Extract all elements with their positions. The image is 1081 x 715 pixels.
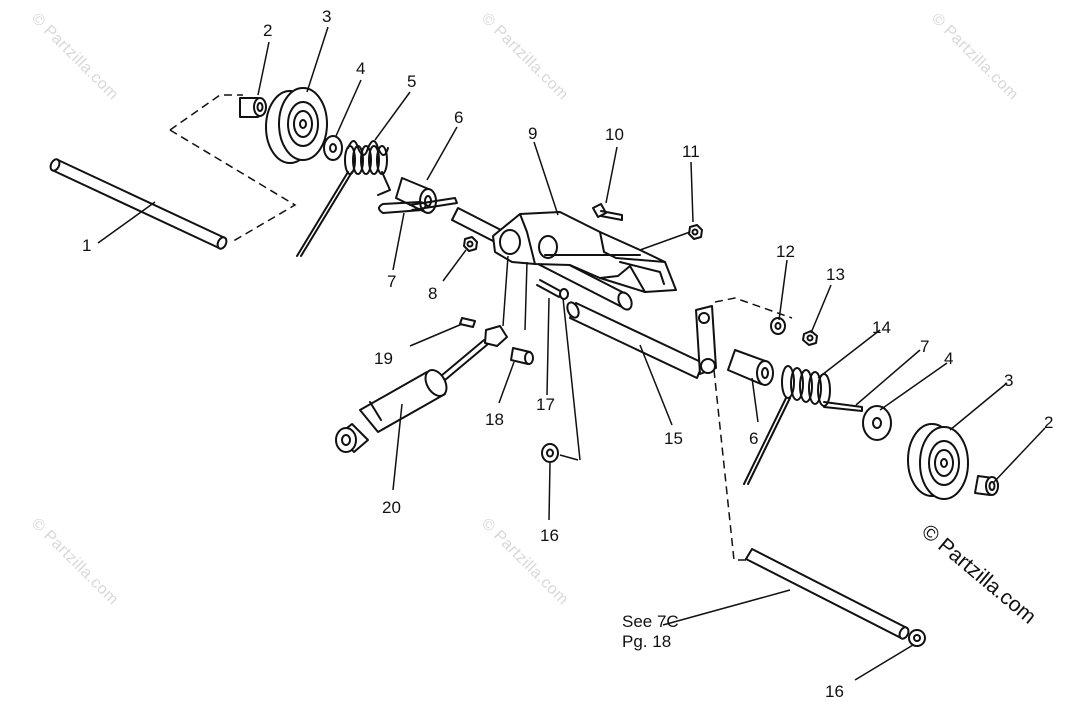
part-5-torsion-spring <box>296 140 391 257</box>
leader-line <box>335 79 362 137</box>
part-10-bolt <box>592 203 623 221</box>
part-3-idler-wheel <box>265 87 328 164</box>
leader-line <box>426 126 458 181</box>
leader-line <box>392 403 403 491</box>
callout-20: 20 <box>382 498 401 517</box>
link-plate <box>695 305 717 375</box>
callout-4: 4 <box>356 59 365 78</box>
callout-19: 19 <box>374 349 393 368</box>
leader-line <box>993 427 1046 483</box>
dashed-alignment-line <box>714 297 793 319</box>
leader-line <box>662 589 791 626</box>
leader-line <box>546 297 550 396</box>
lower-rod <box>745 548 910 640</box>
part-6-spacer-right <box>727 349 774 386</box>
callout-12: 12 <box>776 242 795 261</box>
leader-line <box>559 454 579 461</box>
callout-17: 17 <box>536 395 555 414</box>
callout-7b: 7 <box>920 337 929 356</box>
callout-5: 5 <box>407 72 416 91</box>
leader-line <box>392 212 405 271</box>
leader-line <box>306 26 329 93</box>
callout-2b: 2 <box>1044 413 1053 432</box>
callout-15: 15 <box>664 429 683 448</box>
callout-1: 1 <box>82 236 91 255</box>
part-16-washer <box>541 443 559 463</box>
part-3-idler-wheel-right <box>907 423 969 500</box>
leader-line <box>639 344 673 426</box>
leader-line <box>605 146 618 204</box>
leader-line <box>498 361 515 404</box>
part-11-nut <box>688 224 703 240</box>
part-2-bushing-right <box>974 475 999 496</box>
callout-2: 2 <box>263 21 272 40</box>
leader-line <box>562 297 581 461</box>
callout-4b: 4 <box>944 349 953 368</box>
part-20-shock-absorber <box>335 325 508 453</box>
callout-14: 14 <box>872 318 891 337</box>
reference-note-line-2: Pg. 18 <box>622 632 672 651</box>
callout-6: 6 <box>454 108 463 127</box>
part-16-washer-bottom <box>908 629 926 647</box>
leader-line <box>97 201 156 244</box>
leader-line <box>409 323 463 347</box>
leader-line <box>778 259 788 321</box>
part-4-washer <box>323 135 343 161</box>
callout-8: 8 <box>428 284 437 303</box>
callout-10: 10 <box>605 125 624 144</box>
leader-line <box>257 41 270 96</box>
leader-line <box>442 249 467 282</box>
callout-3: 3 <box>322 7 331 26</box>
leader-line <box>548 462 551 521</box>
part-7-clip <box>378 197 458 214</box>
leader-line <box>817 329 881 379</box>
part-19-pin <box>459 317 476 328</box>
leader-line <box>810 284 832 334</box>
callout-7: 7 <box>387 272 396 291</box>
dashed-alignment-line <box>713 369 748 561</box>
dashed-alignment-line <box>169 129 297 244</box>
leader-line <box>855 349 921 406</box>
part-13-nut <box>802 330 818 346</box>
part-4-washer-right <box>862 405 892 441</box>
callout-3b: 3 <box>1004 371 1013 390</box>
reference-note: See 7C Pg. 18 <box>622 612 679 652</box>
leader-line <box>751 377 759 423</box>
callout-9: 9 <box>528 124 537 143</box>
leader-line <box>524 261 528 331</box>
leader-line <box>879 362 948 411</box>
callout-13: 13 <box>826 265 845 284</box>
leader-line <box>374 91 411 141</box>
callout-18: 18 <box>485 410 504 429</box>
dashed-alignment-line <box>169 94 243 131</box>
reference-note-line-1: See 7C <box>622 612 679 631</box>
callout-6b: 6 <box>749 429 758 448</box>
callout-11: 11 <box>682 142 700 161</box>
part-1-rod <box>49 158 228 250</box>
part-2-bushing <box>239 97 267 118</box>
leader-line <box>533 141 559 216</box>
callout-16: 16 <box>540 526 559 545</box>
part-8-nut <box>463 236 478 252</box>
leader-line <box>690 161 694 223</box>
callout-16b: 16 <box>825 682 844 701</box>
part-18-bushing <box>510 347 534 365</box>
part-15-shaft <box>566 301 704 379</box>
part-17-bolt <box>536 279 569 300</box>
leader-line <box>502 255 509 327</box>
leader-line <box>854 644 914 681</box>
leader-line <box>639 231 691 251</box>
part-9-bracket <box>492 211 677 293</box>
part-12-nut <box>770 317 786 335</box>
leader-line <box>949 382 1008 431</box>
